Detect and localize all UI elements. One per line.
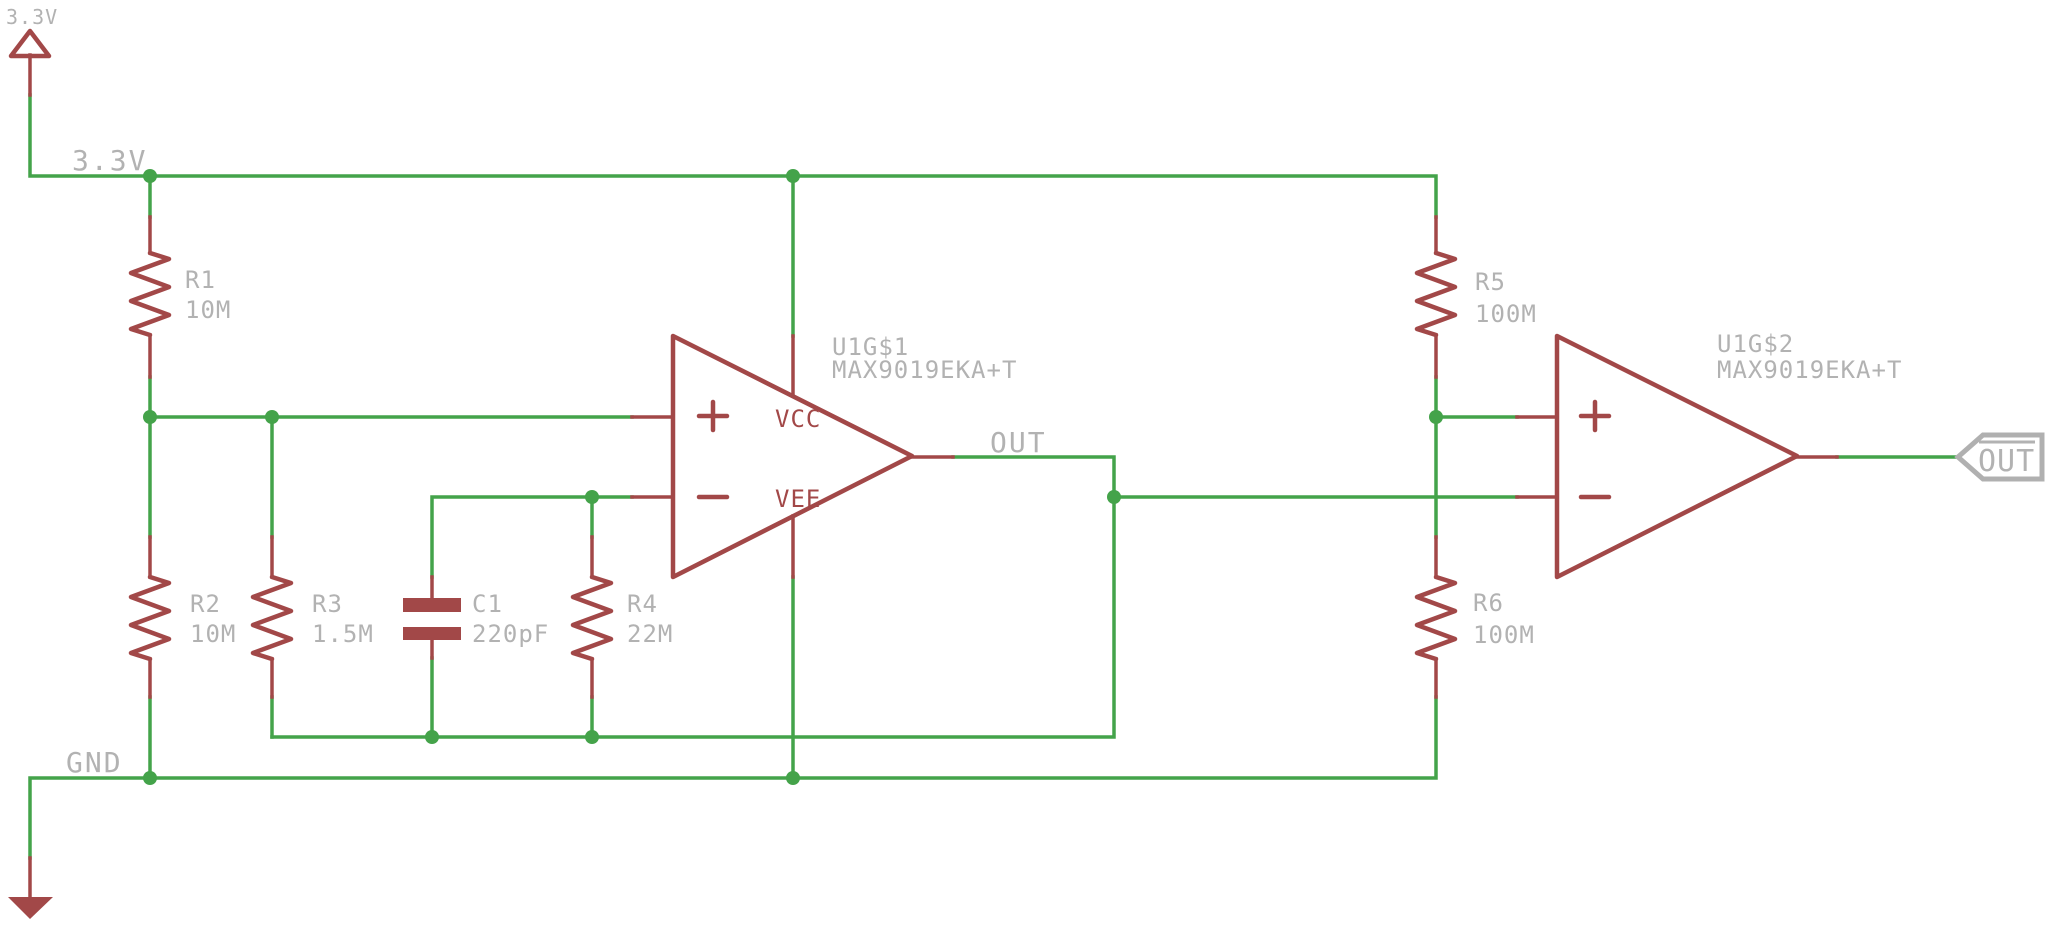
c1-name: C1 <box>472 590 503 618</box>
net-gnd-wires <box>28 575 1438 860</box>
r5-value: 100M <box>1475 300 1537 328</box>
resistor-R2: R2 10M <box>128 535 236 699</box>
net-divider2-wires <box>1434 375 1519 539</box>
out-flag: OUT <box>1954 432 2045 482</box>
r1-zigzag <box>128 250 172 338</box>
junction-gnd-r2 <box>143 771 157 785</box>
out-flag-shape <box>1954 432 2045 482</box>
r1-name: R1 <box>185 266 216 294</box>
resistor-R1: R1 10M <box>128 215 231 379</box>
r4-name: R4 <box>627 590 658 618</box>
junction-3v3-vcc <box>786 169 800 183</box>
supply-arrow-icon <box>8 28 52 59</box>
net-out-wires <box>270 455 1519 739</box>
supply-symbol-3v3: 3.3V <box>6 5 58 97</box>
junction-minus-r4 <box>585 490 599 504</box>
resistor-R4: R4 22M <box>570 535 673 699</box>
r3-name: R3 <box>312 590 343 618</box>
minus-input-wire <box>430 495 634 579</box>
c1-plate-bottom <box>403 627 461 640</box>
r2-name: R2 <box>190 590 221 618</box>
opamp-U1G1: VCC VEE U1G$1 MAX9019EKA+T <box>630 333 1017 580</box>
junction-plus-r2 <box>143 410 157 424</box>
junction-gnd-vee <box>786 771 800 785</box>
r5-name: R5 <box>1475 268 1506 296</box>
u1g2-triangle <box>1554 333 1800 580</box>
u1g1-vee-label: VEE <box>775 485 821 513</box>
net-3v3-rail <box>28 93 1438 219</box>
net-label-3v3: 3.3V <box>72 144 147 177</box>
plus-input-wire <box>148 375 634 419</box>
junction-3v3-r1 <box>143 169 157 183</box>
net-minus-input-wires <box>430 495 634 579</box>
junction-feedback-r4 <box>585 730 599 744</box>
ground-symbol <box>8 856 53 919</box>
gnd-rail <box>28 695 1438 860</box>
r6-value: 100M <box>1473 621 1535 649</box>
out-flag-label: OUT <box>1978 444 2035 479</box>
u1g2-part: MAX9019EKA+T <box>1717 356 1902 384</box>
r2-zigzag <box>128 574 172 662</box>
net-label-out: OUT <box>990 426 1047 459</box>
net-plus-input-wires <box>148 375 634 539</box>
r6-zigzag <box>1414 574 1458 662</box>
r6-name: R6 <box>1473 589 1504 617</box>
u1g2-plus-icon <box>1578 399 1612 433</box>
junction-divider2 <box>1429 410 1443 424</box>
supply-symbol-label: 3.3V <box>6 5 58 29</box>
ground-arrow-icon <box>8 897 53 919</box>
u1g1-name: U1G$1 <box>832 333 909 361</box>
junction-plus-r3 <box>265 410 279 424</box>
u1g1-plus-icon <box>696 399 730 433</box>
u1g2-name: U1G$2 <box>1717 330 1794 358</box>
out-feedback-wire <box>270 455 1116 739</box>
c1-value: 220pF <box>472 620 549 648</box>
r5-zigzag <box>1414 250 1458 338</box>
r1-value: 10M <box>185 296 231 324</box>
junction-feedback-c1 <box>425 730 439 744</box>
resistor-R6: R6 100M <box>1414 535 1535 699</box>
net-label-gnd: GND <box>66 746 123 779</box>
junction-out-branch <box>1107 490 1121 504</box>
r2-value: 10M <box>190 620 236 648</box>
resistor-R5: R5 100M <box>1414 215 1537 379</box>
u1g1-part: MAX9019EKA+T <box>832 356 1017 384</box>
c1-plate-top <box>403 598 461 612</box>
r3-value: 1.5M <box>312 620 374 648</box>
r4-value: 22M <box>627 620 673 648</box>
resistor-R3: R3 1.5M <box>250 535 374 699</box>
net-3v3-wires <box>28 93 1438 338</box>
opamp-U1G2: U1G$2 MAX9019EKA+T <box>1515 330 1902 580</box>
junction-dots <box>143 169 1443 785</box>
capacitor-C1: C1 220pF <box>403 575 549 660</box>
r3-zigzag <box>250 574 294 662</box>
r4-zigzag <box>570 574 614 662</box>
u1g1-vcc-label: VCC <box>775 405 821 433</box>
